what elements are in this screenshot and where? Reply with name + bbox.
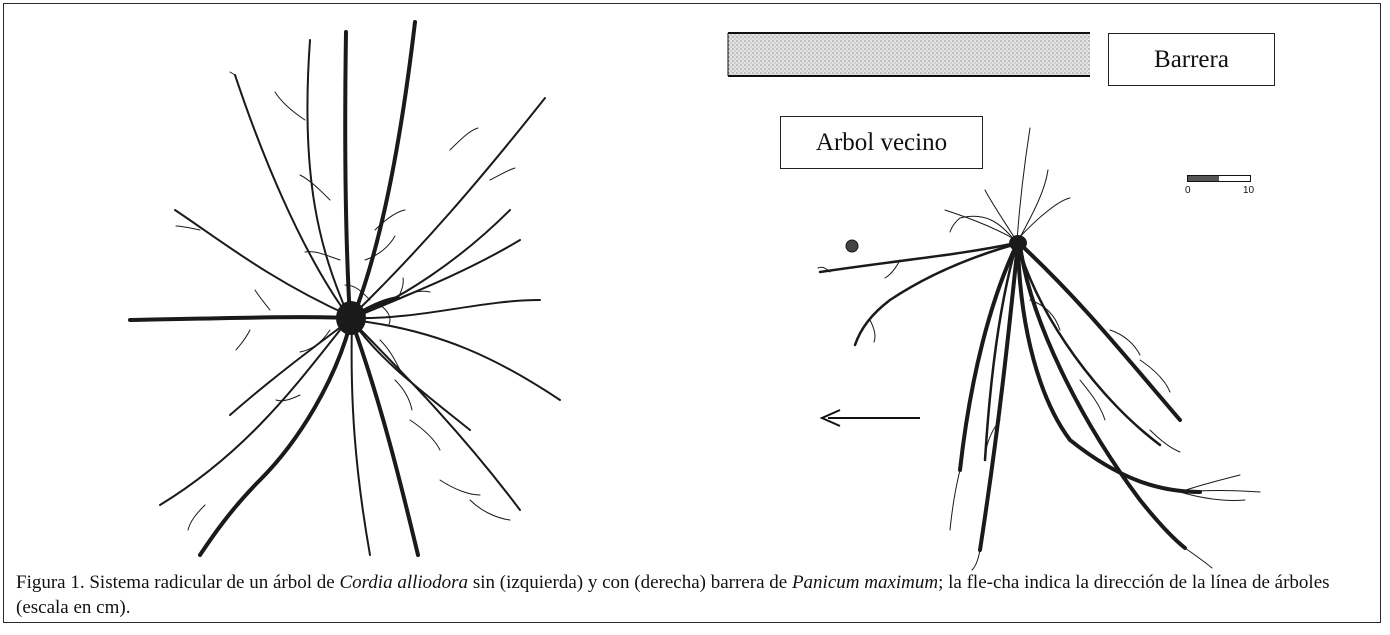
- left-arrow-icon: [822, 410, 920, 426]
- barrier-label: Barrera: [1108, 33, 1275, 86]
- caption-part1: Figura 1. Sistema radicular de un árbol …: [16, 572, 339, 593]
- barrier-strip: [728, 33, 1090, 76]
- scale-min-label: 0: [1185, 185, 1191, 196]
- neighbor-tree-label: Arbol vecino: [780, 116, 983, 169]
- caption-part2: sin (izquierda) y con (derecha) barrera …: [468, 572, 792, 593]
- scale-bar-graphic: [1187, 175, 1251, 182]
- caption-species: Cordia alliodora: [339, 572, 468, 593]
- root-system-left: [130, 22, 560, 555]
- figure-caption: Figura 1. Sistema radicular de un árbol …: [16, 570, 1368, 620]
- scale-max-label: 10: [1243, 185, 1254, 196]
- scale-bar: 0 10: [1185, 175, 1255, 205]
- neighbor-tree-marker: [846, 240, 858, 252]
- caption-grass: Panicum maximum: [792, 572, 938, 593]
